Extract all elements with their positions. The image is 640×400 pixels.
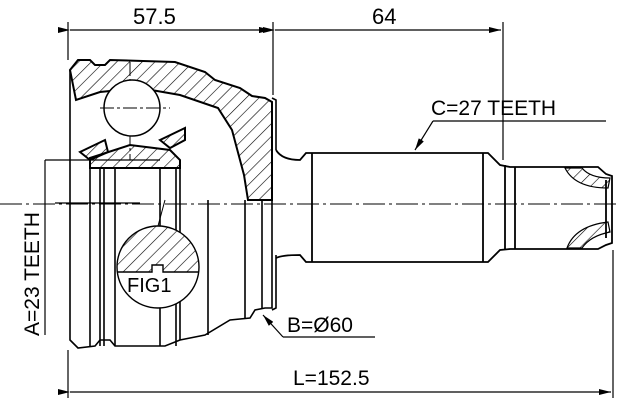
callout-inner-spline: A=23 TEETH xyxy=(21,212,44,336)
dimension-lines xyxy=(44,22,614,398)
dim-total-length: L=152.5 xyxy=(293,367,370,390)
callout-seal-diameter: B=Ø60 xyxy=(287,314,353,337)
housing-outline xyxy=(69,70,277,349)
fig1-detail xyxy=(116,199,200,309)
callout-outer-spline: C=27 TEETH xyxy=(431,97,557,120)
dim-shaft-length: 64 xyxy=(372,4,397,29)
fig1-label: FIG1 xyxy=(127,275,172,297)
shaft xyxy=(275,149,613,263)
callout-leaders xyxy=(262,120,606,338)
dim-outer-housing-length: 57.5 xyxy=(133,4,176,29)
shaft-end-hatch xyxy=(564,167,611,249)
